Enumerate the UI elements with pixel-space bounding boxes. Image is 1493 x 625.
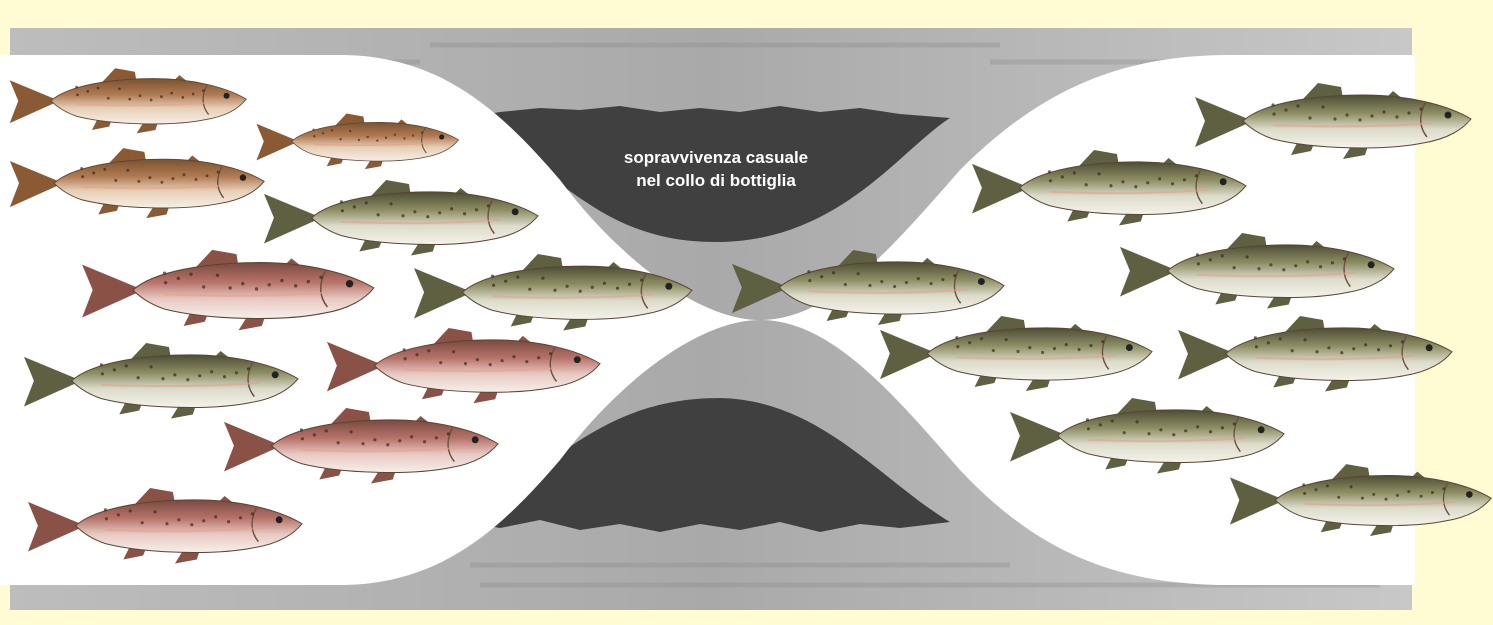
bottleneck-caption-line-2: nel collo di bottiglia	[636, 171, 796, 190]
slide-margin	[1415, 0, 1493, 625]
bottleneck-caption-line-1: sopravvivenza casuale	[624, 148, 808, 167]
